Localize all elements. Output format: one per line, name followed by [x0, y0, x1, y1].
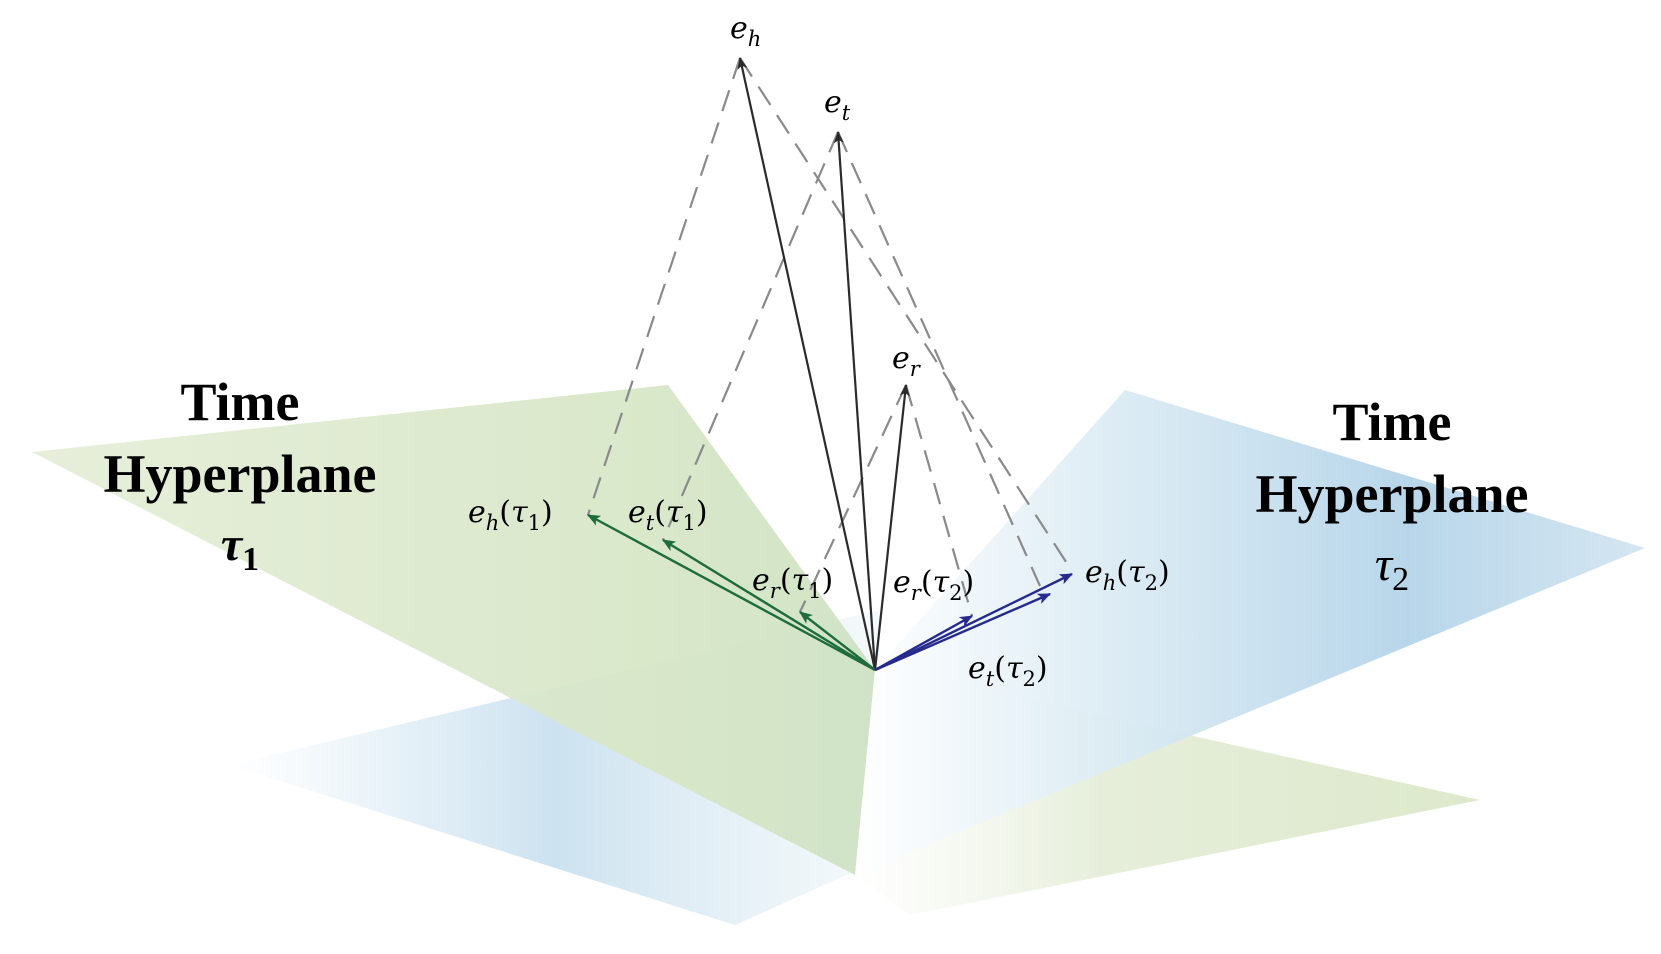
plane-tau2-title-line2: Hyperplane: [1255, 464, 1528, 524]
vector-e-r-tau1: [799, 611, 876, 671]
plane-tau1-title-line1: Time: [181, 372, 300, 432]
vector-e-r: [873, 384, 910, 671]
label-e-h: eh: [730, 11, 761, 51]
projection-lines: [586, 57, 1071, 617]
plane-tau1-title-line2: Hyperplane: [103, 444, 376, 504]
label-e-t: et: [824, 85, 851, 125]
vector-e-h: [737, 57, 877, 671]
projected-vectors-tau1: [587, 513, 876, 672]
vector-e-h-tau2: [874, 572, 1073, 672]
plane-tau2: [855, 390, 1645, 875]
plane-tau1-symbol: τ1: [221, 518, 259, 578]
projected-vectors-tau2: [874, 572, 1073, 672]
label-e-h-tau2: eh(τ2): [1085, 555, 1170, 595]
plane-tau2-title-line1: Time: [1333, 392, 1452, 452]
vector-e-h-tau1: [587, 513, 876, 672]
vector-e-t-tau2: [874, 592, 1052, 672]
label-e-t-tau1: et(τ1): [628, 495, 708, 535]
label-e-t-tau2: et(τ2): [968, 651, 1048, 691]
label-e-r-tau2: er(τ2): [893, 565, 974, 605]
plane-tau2-title: Time Hyperplane τ2: [1255, 392, 1528, 598]
plane-tau1: [32, 385, 875, 875]
plane-tau1-title: Time Hyperplane τ1: [103, 372, 376, 578]
vector-e-t-tau1: [662, 538, 876, 672]
label-e-h-tau1: eh(τ1): [468, 495, 553, 535]
label-e-r: er: [892, 341, 922, 381]
original-vectors: [737, 57, 910, 671]
label-e-r-tau1: er(τ1): [752, 563, 833, 603]
plane-tau2-symbol: τ2: [1375, 538, 1409, 598]
vector-e-t: [833, 131, 877, 671]
